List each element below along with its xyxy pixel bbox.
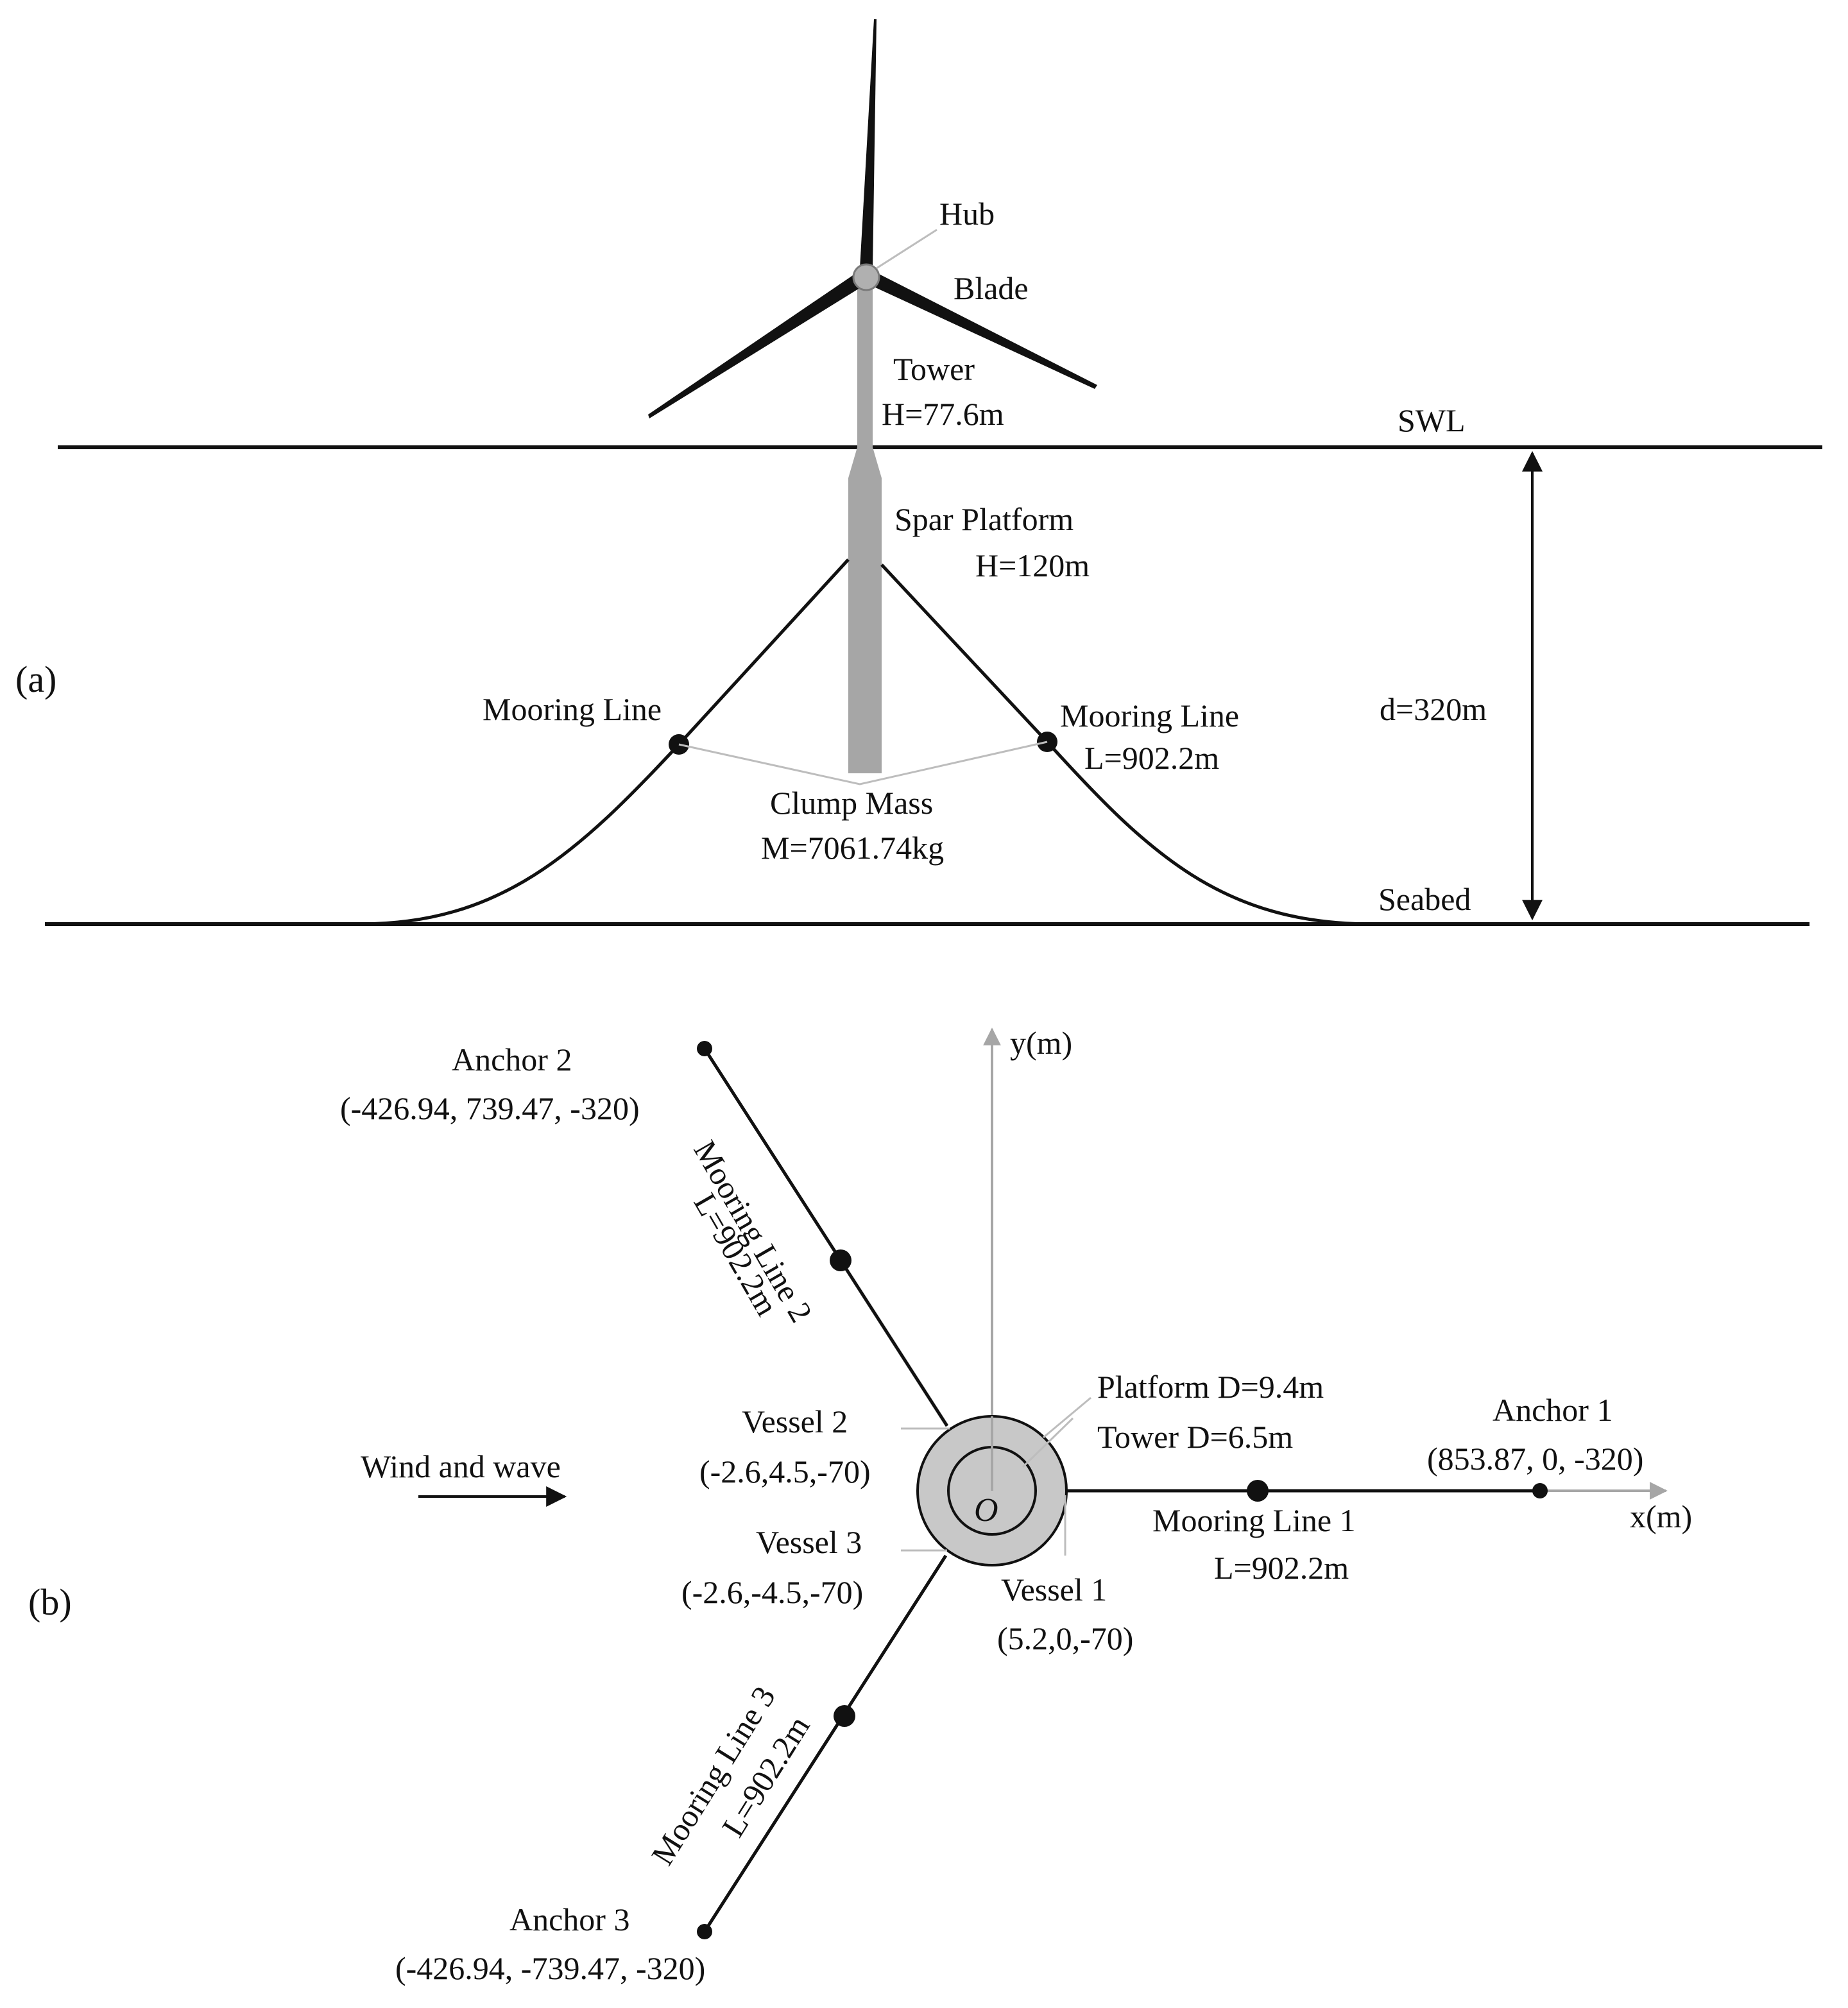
hub-leader — [876, 228, 937, 270]
panel-a-label: (a) — [15, 658, 56, 700]
x-axis-label: x(m) — [1630, 1498, 1692, 1534]
anchor-3-label: Anchor 3 — [509, 1901, 629, 1937]
anchor-1-label: Anchor 1 — [1493, 1392, 1613, 1428]
panel-b: (b) y(m) x(m) O Wind and wave Anchor 2 — [28, 1025, 1692, 1986]
vessel-2-label: Vessel 2 — [742, 1403, 848, 1439]
vessel-3-label: Vessel 3 — [756, 1524, 862, 1560]
spar-height-label: H=120m — [975, 547, 1090, 583]
vessel-3-coords: (-2.6,-4.5,-70) — [681, 1574, 863, 1610]
anchor-1-coords: (853.87, 0, -320) — [1427, 1441, 1643, 1477]
platform-diameter-label: Platform D=9.4m — [1097, 1369, 1324, 1405]
vessel-2-coords: (-2.6,4.5,-70) — [699, 1454, 871, 1489]
mooring-line-left — [359, 558, 850, 926]
mooring-line-left-label: Mooring Line — [483, 691, 662, 727]
origin-label: O — [974, 1492, 998, 1529]
seabed-label: Seabed — [1378, 881, 1471, 917]
anchor-1-point — [1532, 1483, 1548, 1498]
clump-mass-1 — [1247, 1480, 1269, 1502]
tower-label: Tower — [893, 351, 975, 387]
hub-label: Hub — [939, 196, 995, 232]
hub — [852, 263, 880, 291]
panel-a: (a) Hub Blade Tower H=77.6m SWL Spar Pla… — [15, 19, 1822, 926]
mooring-length-label: L=902.2m — [1084, 740, 1219, 776]
anchor-2-point — [697, 1041, 712, 1056]
vessel-1-coords: (5.2,0,-70) — [997, 1620, 1133, 1656]
spar-platform — [848, 447, 882, 773]
clump-mass-3 — [834, 1705, 855, 1727]
tower-leader — [1022, 1417, 1074, 1468]
anchor-2-label: Anchor 2 — [452, 1042, 572, 1077]
anchor-3-coords: (-426.94, -739.47, -320) — [395, 1950, 705, 1986]
anchor-2-coords: (-426.94, 739.47, -320) — [340, 1090, 640, 1126]
blade-label: Blade — [954, 270, 1029, 306]
clump-mass-2 — [830, 1249, 851, 1271]
anchor-3-point — [697, 1924, 712, 1939]
panel-b-label: (b) — [28, 1581, 72, 1623]
vessel-1-label: Vessel 1 — [1001, 1572, 1107, 1608]
blade-right — [874, 271, 1097, 389]
mooring-line-1-length: L=902.2m — [1214, 1550, 1349, 1586]
mooring-line-1-label: Mooring Line 1 — [1152, 1502, 1356, 1538]
tower — [857, 277, 873, 447]
clump-mass-leader — [678, 741, 1048, 785]
tower-height-label: H=77.6m — [882, 396, 1004, 432]
wind-wave-label: Wind and wave — [361, 1448, 561, 1484]
y-axis-label: y(m) — [1010, 1025, 1072, 1061]
mooring-line-right — [880, 563, 1374, 926]
mooring-line-right-label: Mooring Line — [1060, 698, 1239, 734]
spar-platform-label: Spar Platform — [894, 501, 1074, 537]
swl-label: SWL — [1398, 402, 1466, 438]
mooring-line-2 — [703, 1047, 949, 1427]
blade-up — [860, 19, 877, 268]
depth-label: d=320m — [1380, 691, 1487, 727]
clump-mass-value-label: M=7061.74kg — [761, 830, 944, 866]
clump-mass-label: Clump Mass — [770, 785, 933, 821]
mooring-line-3 — [703, 1554, 948, 1933]
blade-left — [648, 271, 859, 418]
tower-diameter-label: Tower D=6.5m — [1097, 1419, 1293, 1455]
platform-leader — [1043, 1396, 1091, 1439]
